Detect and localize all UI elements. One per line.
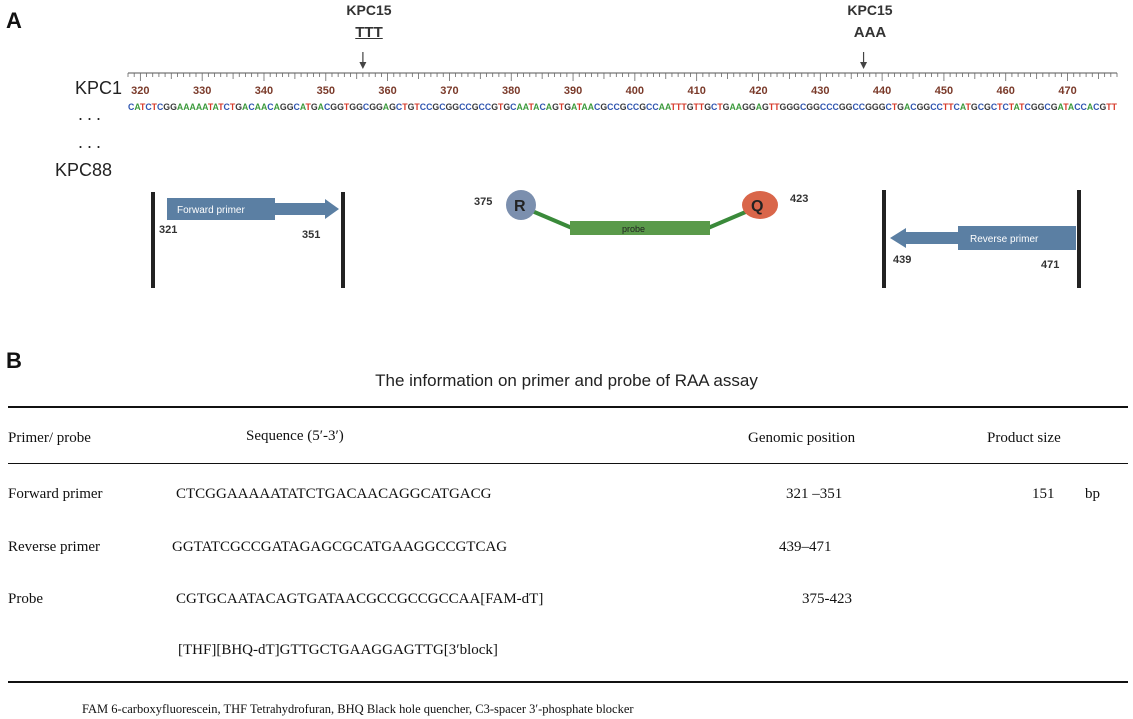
ellipsis-1: ... [78,104,106,124]
forward-primer-bar-left [151,192,155,288]
ruler-tick-label: 400 [626,85,644,97]
ruler-tick-label: 340 [255,85,273,97]
row-name: Forward primer [8,486,103,502]
row-sequence: CGTGCAATACAGTGATAACGCCGCCGCCAA[FAM-dT] [176,591,544,607]
ruler-tick-label: 430 [811,85,829,97]
reverse-primer-end: 471 [1041,259,1059,271]
reverse-primer-box [958,226,1076,250]
ruler-tick-label: 320 [131,85,149,97]
ruler-tick-label: 460 [997,85,1015,97]
reporter-label: R [514,198,526,215]
panel-b-label: B [6,348,22,373]
table-title: The information on primer and probe of R… [375,371,758,390]
ruler-tick-label: 440 [873,85,891,97]
ruler-tick-label: 390 [564,85,582,97]
quencher-dye [742,191,778,219]
kpc-top-label: KPC1 [75,78,123,98]
row-name: Probe [8,591,43,607]
ruler-tick-label: 350 [317,85,335,97]
mutation-1-label: KPC15 [346,2,392,18]
ruler-tick-label: 470 [1058,85,1076,97]
assay-schematic: Forward primer 321 351 probe R Q 375 423… [151,190,1081,288]
forward-primer-box [167,198,275,220]
row-size: 151 [1032,486,1055,502]
ruler-tick-label: 330 [193,85,211,97]
forward-primer-label: Forward primer [177,205,245,216]
ruler-tick-label: 420 [749,85,767,97]
panel-a-label: A [6,8,22,33]
mutation-arrowhead-1 [359,62,367,69]
row-position: 321 –351 [786,486,843,502]
kpc-bottom-label: KPC88 [55,160,113,180]
reverse-primer-bar-right [1077,190,1081,288]
row-position: 439–471 [779,539,832,555]
kpc-sequence: CATCTCGGAAAAATATCTGACAACAGGCATGACGGTGGCG… [128,102,1117,112]
mutation-arrowhead-2 [860,62,868,69]
header-position: Genomic position [748,430,856,446]
row-size-unit: bp [1085,486,1100,502]
mutation-2-label: KPC15 [847,2,893,18]
probe-label: probe [622,224,645,234]
reverse-primer-start: 439 [893,254,911,266]
ruler-tick-label: 450 [935,85,953,97]
row-sequence: GGTATCGCCGATAGAGCGCATGAAGGCCGTCAG [172,539,508,555]
table-bottom-rule [8,681,1128,683]
ruler-tick-label: 360 [378,85,396,97]
header-sequence: Sequence (5′-3′) [246,428,344,444]
probe-end: 423 [790,193,808,205]
forward-primer-arrow [275,199,339,219]
forward-primer-bar-right [341,192,345,288]
row-name: Reverse primer [8,539,101,555]
header-size: Product size [987,430,1061,446]
header-primer: Primer/ probe [8,430,91,446]
table-top-rule [8,406,1128,408]
reporter-dye [506,190,536,220]
row-sequence: CTCGGAAAAATATCTGACAACAGGCATGACG [176,486,492,502]
probe-sequence-continuation: [THF][BHQ-dT]GTTGCTGAAGGAGTTG[3′block] [178,642,498,658]
mutation-2-codon: AAA [853,24,887,41]
reverse-primer-bar-left [882,190,886,288]
quencher-label: Q [751,198,763,215]
ellipsis-2: ... [78,132,106,152]
probe-body [570,221,710,235]
table-header-rule [8,463,1128,464]
ruler-tick-label: 410 [687,85,705,97]
reverse-primer-arrow [890,228,958,248]
forward-primer-start: 321 [159,224,177,236]
forward-primer-end: 351 [302,229,320,241]
mutation-1-codon: TTT [355,24,383,41]
probe-start: 375 [474,196,492,208]
ruler-tick-label: 370 [440,85,458,97]
row-position: 375-423 [802,591,852,607]
reverse-primer-label: Reverse primer [970,234,1039,245]
ruler-tick-label: 380 [502,85,520,97]
sequence-ruler: 320 330 340 350 360 370 380 390 400 410 420 430 440 4… [127,52,1118,112]
table-footnote: FAM 6-carboxyfluorescein, THF Tetrahydro… [82,702,634,716]
